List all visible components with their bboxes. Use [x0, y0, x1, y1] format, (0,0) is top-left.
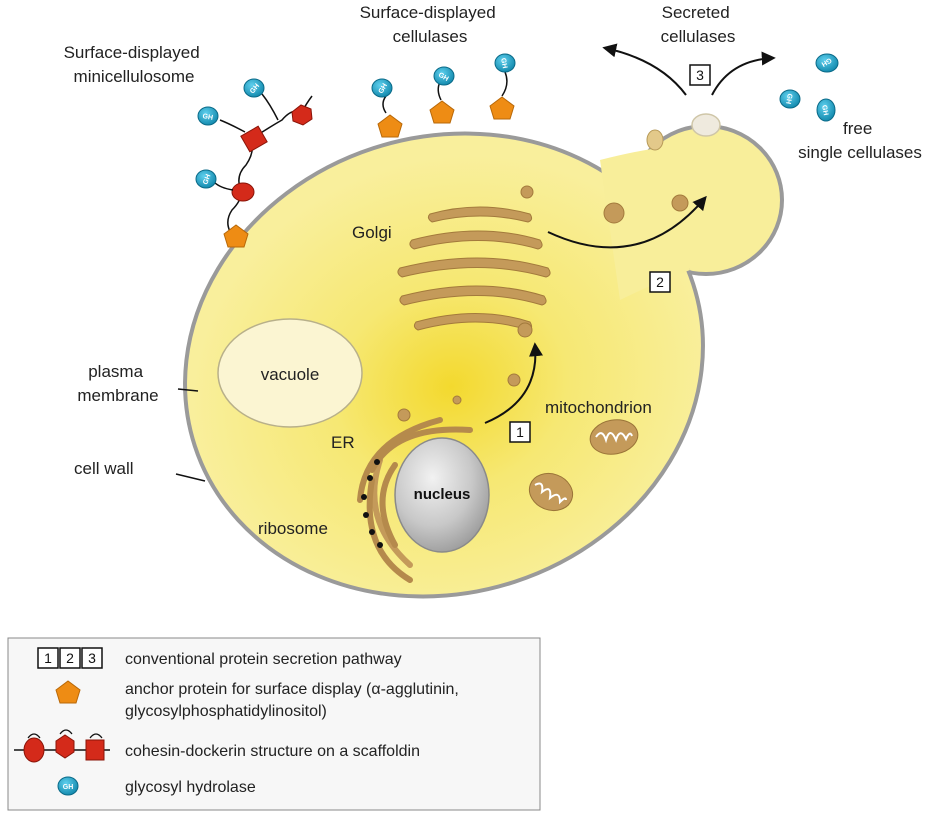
label-vacuole: vacuole	[261, 365, 320, 384]
cell-body	[183, 124, 784, 599]
legend-item-secretion: conventional protein secretion pathway	[125, 651, 402, 668]
label-mitochondrion: mitochondrion	[545, 398, 652, 417]
anchor-pentagon-icon	[489, 96, 515, 120]
gh-enzyme-icon	[433, 66, 455, 86]
legend-item-scaffoldin: cohesin-dockerin structure on a scaffold…	[125, 743, 420, 760]
svg-text:GH: GH	[499, 57, 508, 69]
label-surface-cellulases: Surface-displayed cellulases	[360, 3, 501, 46]
cohesin-oval-icon	[231, 182, 255, 202]
golgi-apparatus	[397, 185, 689, 422]
svg-text:GH: GH	[820, 56, 833, 67]
svg-text:2: 2	[66, 650, 74, 666]
secretion-arrows	[484, 43, 776, 424]
bud-inner	[634, 130, 778, 270]
ribosome-dots	[361, 459, 383, 548]
svg-text:GH: GH	[784, 93, 793, 105]
minicellulosome: GH GH GH	[195, 78, 313, 248]
bud-vesicle	[646, 129, 664, 151]
anchor-pentagon-icon	[377, 114, 403, 138]
gh-enzyme-icon	[57, 776, 79, 796]
secretion-vesicle	[691, 113, 721, 137]
pentagon-anchor-icon	[55, 680, 81, 704]
svg-text:3: 3	[88, 650, 96, 666]
label-free-single-cellulases: free single cellulases	[798, 119, 922, 162]
endoplasmic-reticulum	[357, 417, 473, 583]
nucleus	[394, 437, 490, 553]
gh-enzyme-icon	[243, 78, 265, 98]
svg-text:GH: GH	[63, 784, 74, 791]
gh-enzyme-icon	[494, 53, 516, 73]
label-er: ER	[331, 433, 355, 452]
label-cell-wall: cell wall	[74, 459, 134, 478]
svg-text:GH: GH	[378, 82, 389, 95]
step-3-label: 3	[696, 67, 704, 83]
scaffoldin-icon	[14, 729, 110, 763]
step-2-label: 2	[656, 274, 664, 290]
mitochondria	[528, 419, 639, 512]
svg-text:GH: GH	[202, 113, 214, 122]
step-1-label: 1	[516, 424, 524, 440]
cohesin-square-icon	[240, 125, 268, 153]
mother-cell	[183, 131, 705, 599]
vacuole	[217, 318, 363, 428]
gh-enzyme-icon	[371, 78, 393, 98]
gh-enzyme-icon	[816, 98, 836, 122]
label-nucleus: nucleus	[414, 486, 471, 503]
cohesin-hexagon-icon	[291, 104, 313, 126]
gh-enzyme-icon	[815, 53, 839, 73]
legend-item-glycosyl-hydrolase: glycosyl hydrolase	[125, 779, 256, 796]
legend-item-anchor: anchor protein for surface display (α-ag…	[125, 681, 463, 720]
label-secreted-cellulases: Secreted cellulases	[661, 3, 736, 46]
anchor-pentagon-icon	[429, 100, 455, 124]
gh-enzyme-icon	[195, 169, 217, 189]
anchor-pentagon-icon	[223, 224, 249, 248]
plasma-membrane-pointer	[177, 388, 199, 392]
label-plasma-membrane: plasma membrane	[77, 362, 158, 405]
gh-enzyme-icon	[197, 106, 219, 126]
svg-text:GH: GH	[820, 104, 829, 116]
numbered-boxes-icon: 1 2 3	[37, 647, 103, 669]
label-surface-minicellulosome: Surface-displayed minicellulosome	[64, 43, 205, 86]
cell-wall-pointer	[175, 473, 206, 482]
svg-text:GH: GH	[202, 173, 212, 185]
surface-cellulases: GH GH GH	[371, 53, 516, 138]
gh-enzyme-icon	[779, 89, 801, 109]
svg-text:GH: GH	[437, 72, 450, 83]
step-box-2: 2	[649, 271, 671, 293]
label-ribosome: ribosome	[258, 519, 328, 538]
step-box-3: 3	[689, 64, 711, 86]
svg-text:1: 1	[44, 650, 52, 666]
legend: 1 2 3 conventional protein secretion pat…	[7, 637, 541, 811]
label-golgi: Golgi	[352, 223, 392, 242]
free-cellulases: GH GH GH	[779, 53, 839, 122]
step-box-1: 1	[509, 421, 531, 443]
